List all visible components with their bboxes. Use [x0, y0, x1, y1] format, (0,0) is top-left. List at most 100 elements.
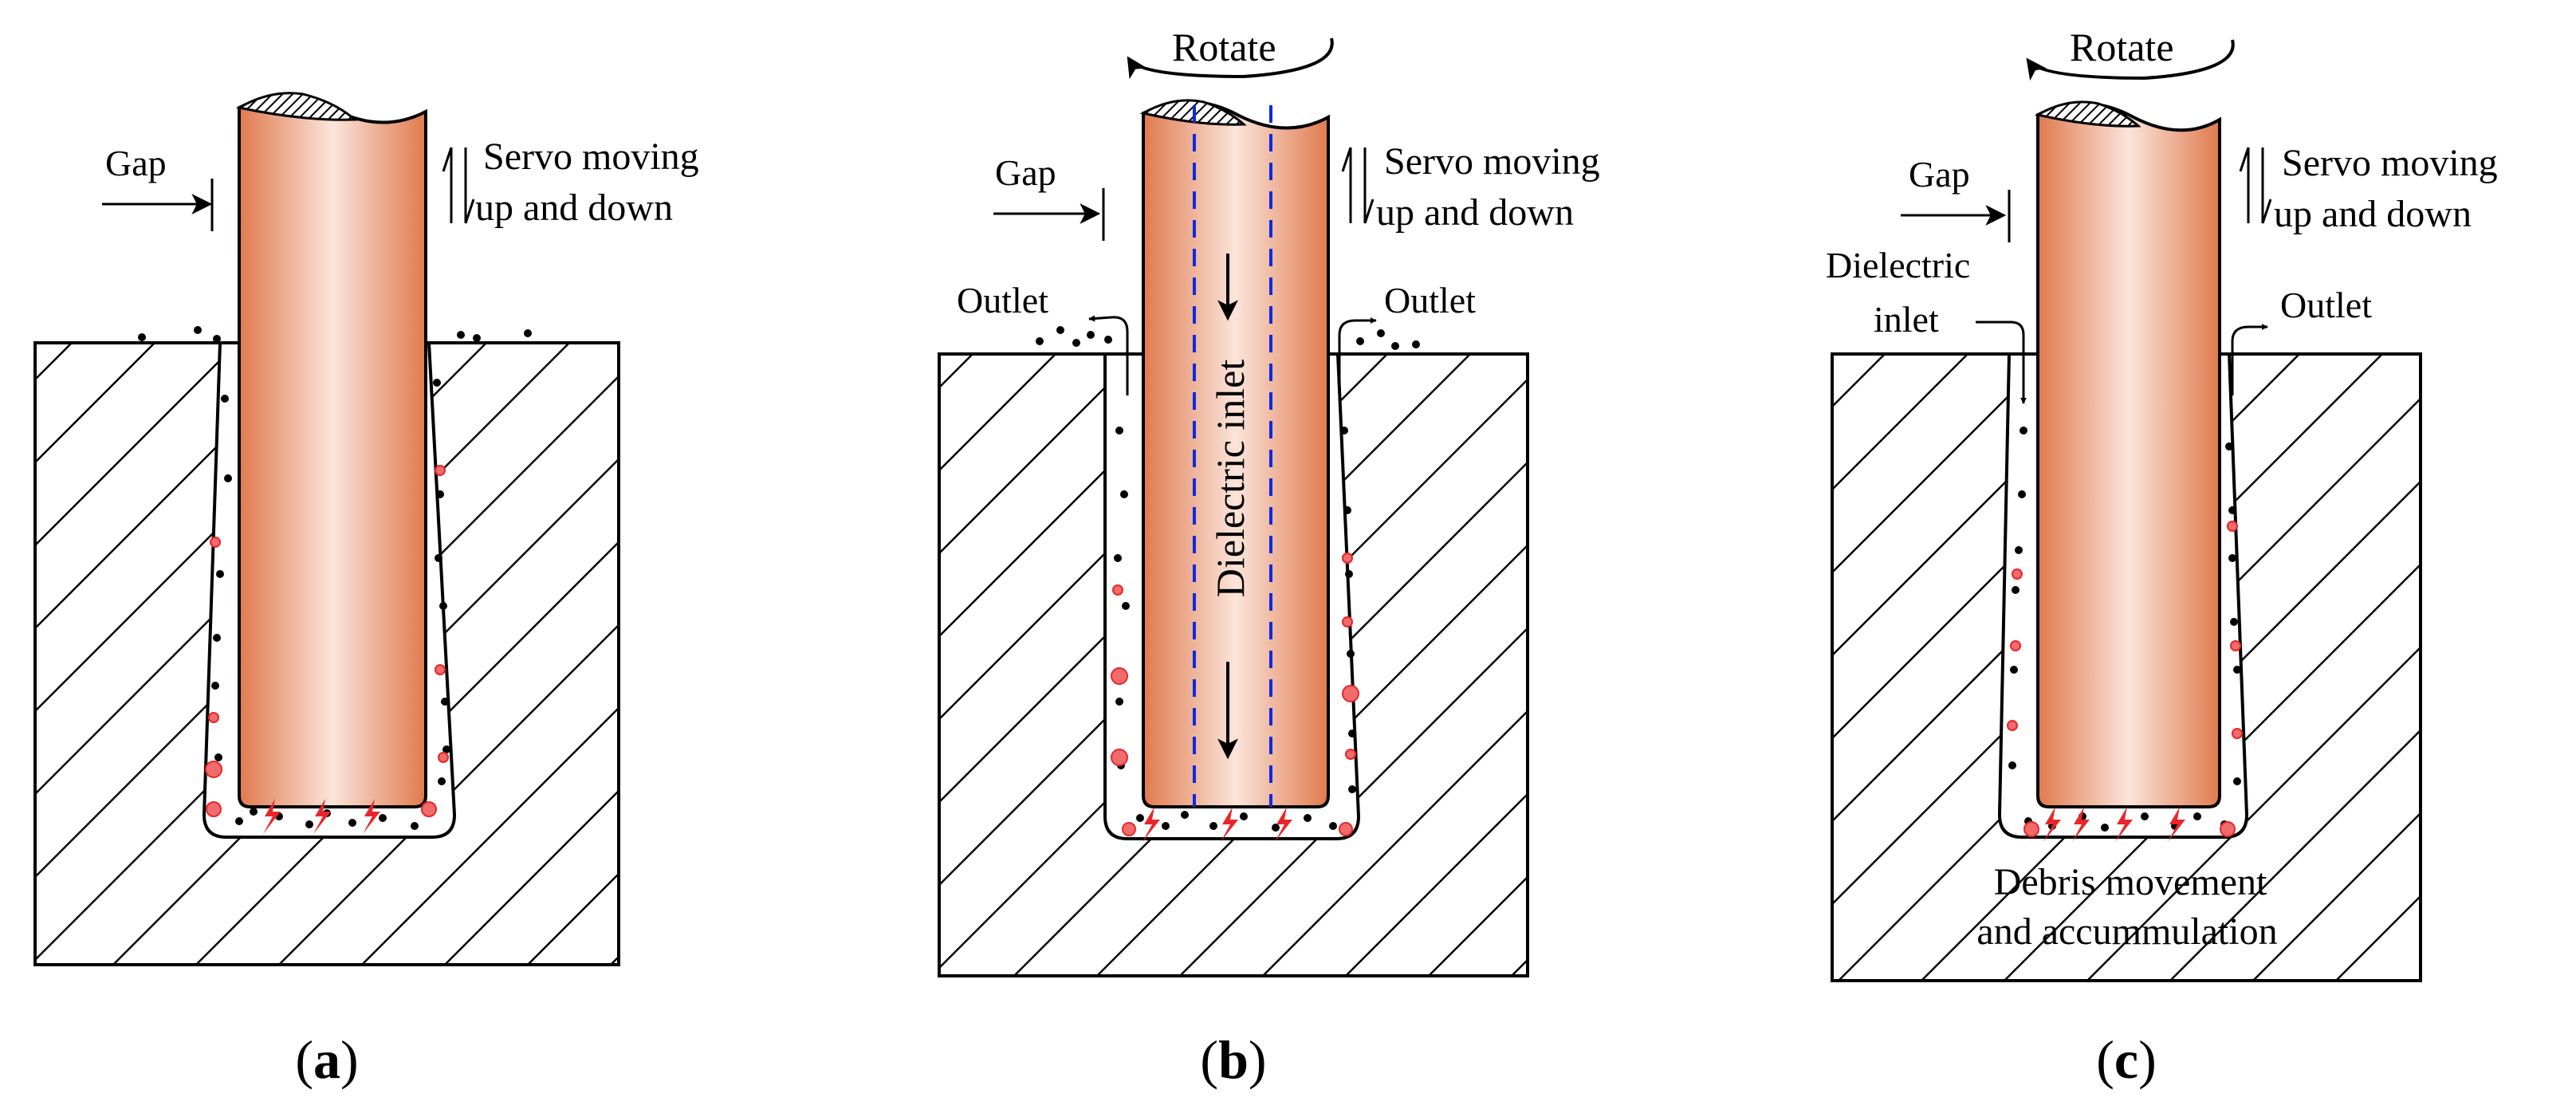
debris-particle	[2018, 490, 2026, 498]
debris-particle	[2141, 812, 2149, 820]
electrode-section-a	[235, 92, 358, 121]
outlet-arrow-right	[1338, 317, 1377, 395]
surface-debris-b	[1036, 326, 1420, 350]
debris-particle	[1181, 811, 1189, 819]
bubble-icon	[210, 537, 221, 548]
electrode-section-c	[2034, 100, 2141, 128]
debris-particle	[224, 474, 232, 482]
spark-icon	[2072, 807, 2090, 842]
debris-particle	[1122, 602, 1130, 610]
spark-icon	[263, 799, 281, 834]
electrode-a	[238, 94, 427, 808]
rotate-arrow-b	[1127, 37, 1334, 80]
spark-icon	[2168, 807, 2185, 842]
spark-icon	[363, 799, 380, 834]
dielectric-inlet-arrow-c	[1976, 321, 2027, 404]
outlet-arrow-left	[1088, 315, 1129, 395]
debris-particle	[2015, 546, 2023, 554]
panel-a: Gap Servo moving up and down	[33, 92, 699, 1090]
panel-label-b: (b)	[1200, 1029, 1266, 1090]
bubble-icon	[1342, 616, 1353, 627]
rotate-label-c: Rotate	[2070, 25, 2174, 69]
debris-particle	[2228, 554, 2236, 562]
bubble-icon	[1345, 749, 1356, 760]
panel-b: Dielectric inlet Rotate Gap Servo moving…	[938, 25, 1600, 1090]
servo-arrows-c	[2239, 147, 2272, 224]
debris-label-c-line1: Debris movement	[1994, 861, 2267, 903]
bubble-icon	[1122, 822, 1136, 836]
servo-label-a-line2: up and down	[475, 187, 673, 229]
bubbles-a	[205, 465, 449, 817]
debris-particle	[1240, 812, 1248, 820]
dielectric-inlet-label-b: Dielectric inlet	[1208, 360, 1253, 598]
debris-particle	[2010, 666, 2018, 674]
spark-icon	[313, 799, 331, 834]
debris-particle	[433, 379, 441, 387]
bubble-icon	[1342, 685, 1359, 702]
sparks-c	[2043, 807, 2185, 842]
debris-particle	[1114, 554, 1122, 562]
rotate-arrow-c	[2026, 39, 2235, 81]
bubbles-c	[2007, 521, 2243, 837]
debris-particle	[250, 808, 258, 816]
debris-particle	[1162, 822, 1170, 830]
debris-particle	[2101, 824, 2109, 832]
debris-particle	[1340, 427, 1348, 435]
bubble-icon	[435, 664, 446, 675]
gap-label-a: Gap	[105, 143, 167, 183]
debris-particle	[1272, 824, 1280, 832]
gap-debris-b	[1114, 427, 1356, 832]
gap-debris-a	[211, 379, 450, 830]
debris-particle	[2225, 442, 2233, 450]
debris-particle	[1304, 814, 1312, 822]
electrode-c	[2036, 101, 2221, 808]
debris-particle	[1348, 730, 1356, 737]
bubble-icon	[421, 801, 437, 817]
bubble-icon	[205, 761, 222, 778]
bubble-icon	[1111, 667, 1128, 685]
debris-particle	[435, 554, 442, 562]
debris-particle	[216, 570, 224, 578]
bubble-icon	[2230, 640, 2241, 651]
dielectric-label-c-line2: inlet	[1874, 299, 1939, 340]
servo-label-b-line1: Servo moving	[1384, 140, 1600, 183]
servo-label-c-line2: up and down	[2274, 193, 2472, 235]
servo-arrows-a	[442, 147, 475, 224]
debris-particle	[1343, 506, 1351, 514]
debris-particle	[235, 817, 243, 825]
servo-label-c-line1: Servo moving	[2282, 142, 2498, 184]
bubble-icon	[1111, 749, 1128, 766]
bubble-icon	[2007, 720, 2018, 731]
debris-particle	[2193, 812, 2201, 820]
outlet-label-b-right: Outlet	[1384, 280, 1476, 321]
bubble-icon	[208, 712, 219, 723]
servo-label-a-line1: Servo moving	[483, 136, 699, 178]
surface-debris-a	[138, 326, 532, 343]
debris-particle	[438, 777, 446, 785]
spark-icon	[1142, 807, 1160, 842]
debris-particle	[1329, 822, 1337, 830]
debris-particle	[221, 395, 229, 403]
debris-particle	[2008, 761, 2016, 769]
bubble-icon	[206, 801, 222, 817]
debris-particle	[1115, 698, 1123, 706]
debris-particle	[1345, 570, 1353, 578]
debris-particle	[1209, 822, 1217, 830]
debris-particle	[1136, 814, 1144, 822]
debris-particle	[305, 820, 313, 828]
spark-icon	[1221, 807, 1238, 842]
spark-icon	[2043, 807, 2061, 842]
debris-particle	[411, 822, 419, 830]
debris-particle	[1120, 490, 1128, 498]
bubble-icon	[1112, 584, 1123, 596]
bubble-icon	[2220, 821, 2236, 837]
gap-debris-c	[2008, 427, 2241, 832]
debris-particle	[379, 814, 387, 822]
bubble-icon	[2012, 568, 2023, 580]
debris-particle	[436, 490, 444, 498]
debris-particle	[439, 602, 447, 610]
bubble-icon	[435, 465, 446, 476]
panel-c: Rotate Gap Servo moving up and down Diel…	[1826, 25, 2498, 1090]
debris-particle	[348, 819, 356, 827]
